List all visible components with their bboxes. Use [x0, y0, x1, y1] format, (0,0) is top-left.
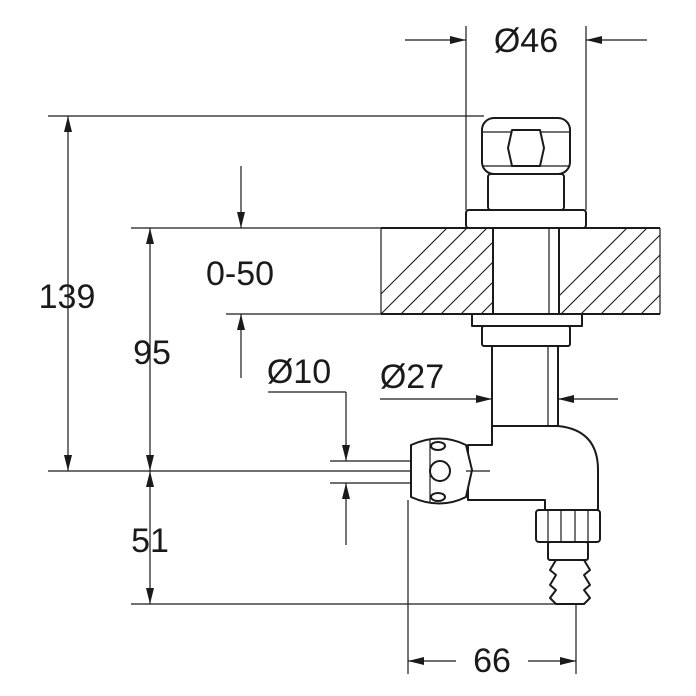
- dimension-diameter-27: Ø27: [380, 358, 618, 403]
- dimension-range-0-50: 0-50: [206, 166, 381, 378]
- top-nut: [465, 117, 587, 229]
- dimension-height-51: 51: [131, 471, 556, 605]
- label-d27: Ø27: [380, 358, 444, 396]
- dimension-width-66: 66: [407, 500, 577, 680]
- wall-section: [380, 227, 661, 315]
- dimension-height-139: 139: [39, 115, 484, 472]
- label-w66: 66: [473, 642, 511, 680]
- label-d10: Ø10: [267, 353, 331, 391]
- label-h51: 51: [131, 522, 169, 560]
- dimension-height-95: 95: [131, 227, 381, 471]
- lower-fitting: [410, 313, 601, 605]
- dimension-diameter-46: Ø46: [405, 22, 647, 210]
- wall-hatch-right: [559, 228, 660, 314]
- label-h95: 95: [133, 334, 171, 372]
- label-d46: Ø46: [494, 22, 558, 60]
- dimension-diameter-10: Ø10: [267, 353, 411, 545]
- label-h139: 139: [39, 278, 96, 316]
- label-range-0-50: 0-50: [206, 255, 274, 293]
